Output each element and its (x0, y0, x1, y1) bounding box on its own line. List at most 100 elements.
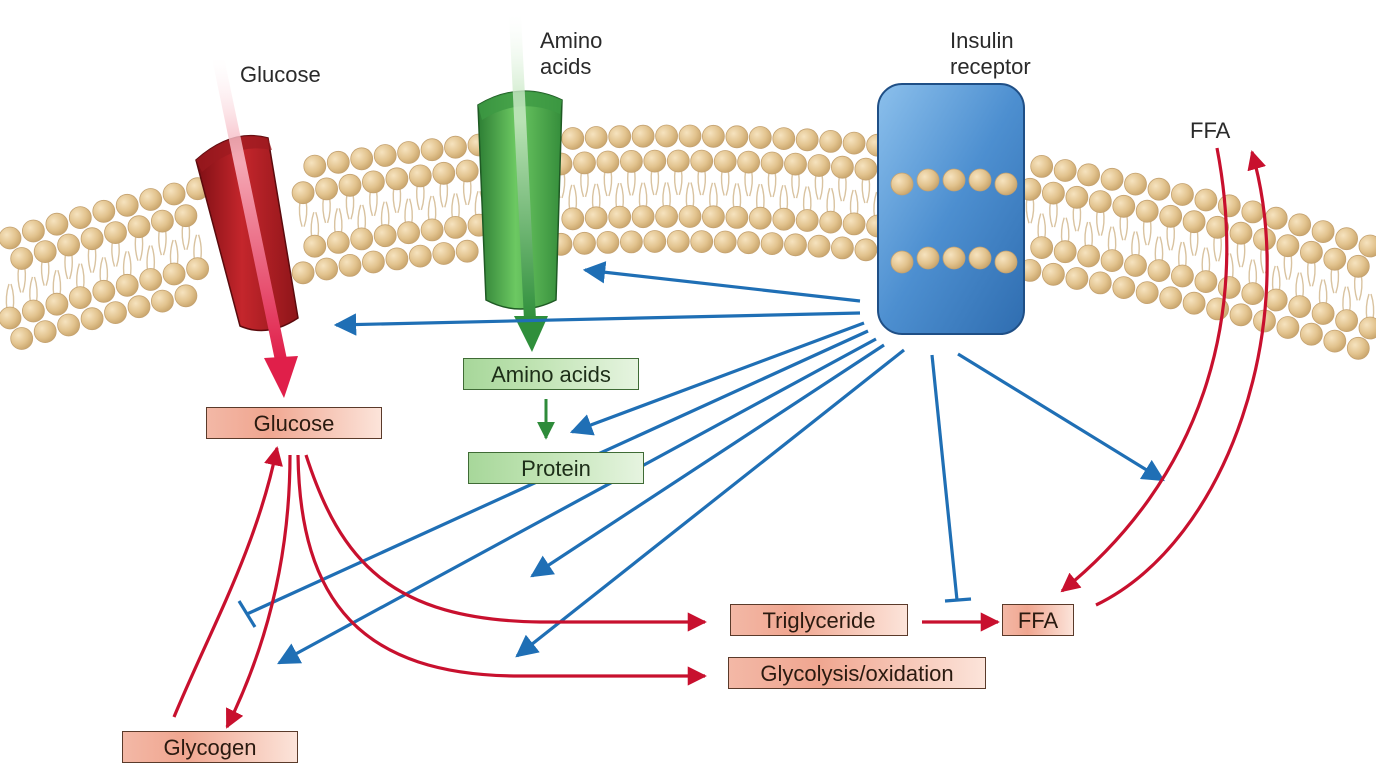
lipid-head (1125, 173, 1147, 195)
lipid-head (362, 251, 384, 273)
lipid-tail (42, 260, 49, 286)
lipid-tail (440, 181, 447, 207)
lipid-head (656, 125, 678, 147)
lipid-head (831, 237, 853, 259)
lipid-tail (1108, 227, 1115, 253)
lipid-head (585, 207, 607, 229)
lipid-tail (768, 171, 775, 197)
lipid-tail (1097, 210, 1104, 236)
lipid-head (1171, 265, 1193, 287)
lipid-head (1265, 207, 1287, 229)
lipid-tail (417, 184, 424, 210)
lipid-head (1359, 235, 1376, 257)
lipid-head (128, 216, 150, 238)
signal-inhibit-lipolysis (932, 355, 957, 600)
lipid-head (1148, 178, 1170, 200)
lipid-tail (780, 185, 787, 211)
lipid-head (386, 248, 408, 270)
lipid-head (1300, 241, 1322, 263)
lipid-head (34, 241, 56, 263)
lipid-head (163, 263, 185, 285)
lipid-head (632, 206, 654, 228)
lipid-tail (722, 169, 729, 195)
lipid-head (175, 285, 197, 307)
lipid-head (1171, 184, 1193, 206)
lipid-tail (170, 240, 177, 266)
lipid-head (374, 225, 396, 247)
lipid-head (163, 183, 185, 205)
lipid-tail (628, 169, 635, 195)
lipid-head (679, 125, 701, 147)
lipid-head (667, 230, 689, 252)
lipid-head (409, 165, 431, 187)
signal-inhibit-lipolysis-bar (945, 599, 971, 601)
lipid-head (46, 293, 68, 315)
lipid-head (773, 208, 795, 230)
lipid-tail (815, 174, 822, 200)
lipid-head (714, 151, 736, 173)
lipid-head (1312, 221, 1334, 243)
lipid-tail (1050, 201, 1057, 227)
lipid-tail (1343, 287, 1350, 313)
lipid-tail (393, 187, 400, 213)
lipid-head (620, 231, 642, 253)
lipid-head (11, 328, 33, 350)
glycogen-box: Glycogen (122, 731, 298, 763)
lipid-head (34, 321, 56, 343)
lipid-head (1101, 168, 1123, 190)
lipid-head (456, 240, 478, 262)
lipid-tail (182, 224, 189, 250)
lipid-head (1324, 248, 1346, 270)
lipid-tail (405, 199, 412, 225)
lipid-head (773, 128, 795, 150)
lipid-tail (428, 196, 435, 222)
lipid-head (1324, 330, 1346, 352)
lipid-head (11, 248, 33, 270)
lipid-head (409, 245, 431, 267)
lipid-tail (1355, 274, 1362, 300)
lipid-tail (698, 169, 705, 195)
insulin-receptor-label: Insulin receptor (950, 28, 1031, 81)
lipid-head (69, 287, 91, 309)
lipid-tail (194, 235, 201, 261)
glucose-to-glycolysis (298, 455, 705, 676)
lipid-head (1265, 289, 1287, 311)
receptor-lipid-head (995, 251, 1017, 273)
lipid-head (1113, 195, 1135, 217)
lipid-tail (346, 193, 353, 219)
triglyceride-box: Triglyceride (730, 604, 908, 636)
lipid-head (691, 231, 713, 253)
lipid-head (1218, 195, 1240, 217)
lipid-head (105, 222, 127, 244)
lipid-head (140, 269, 162, 291)
lipid-head (93, 200, 115, 222)
lipid-tail (1273, 266, 1280, 292)
lipid-tail (804, 187, 811, 213)
lipid-tail (616, 183, 623, 209)
lipid-head (585, 127, 607, 149)
lipid-tail (745, 170, 752, 196)
lipid-head (691, 150, 713, 172)
lipid-tail (159, 229, 166, 255)
lipid-tail (862, 177, 869, 203)
lipid-head (702, 125, 724, 147)
lipid-head (46, 213, 68, 235)
glucose-box: Glucose (206, 407, 382, 439)
lipid-head (620, 150, 642, 172)
lipid-head (820, 211, 842, 233)
lipid-head (339, 254, 361, 276)
lipid-head (749, 127, 771, 149)
lipid-tail (757, 184, 764, 210)
lipid-head (831, 156, 853, 178)
receptor-lipid-head (917, 169, 939, 191)
lipid-head (820, 130, 842, 152)
lipid-head (445, 136, 467, 158)
lipid-tail (323, 197, 330, 223)
lipid-head (116, 274, 138, 296)
lipid-tail (710, 183, 717, 209)
lipid-head (69, 207, 91, 229)
lipid-head (1066, 186, 1088, 208)
receptor-lipid-head (891, 251, 913, 273)
receptor-lipid-head (969, 169, 991, 191)
lipid-head (574, 232, 596, 254)
